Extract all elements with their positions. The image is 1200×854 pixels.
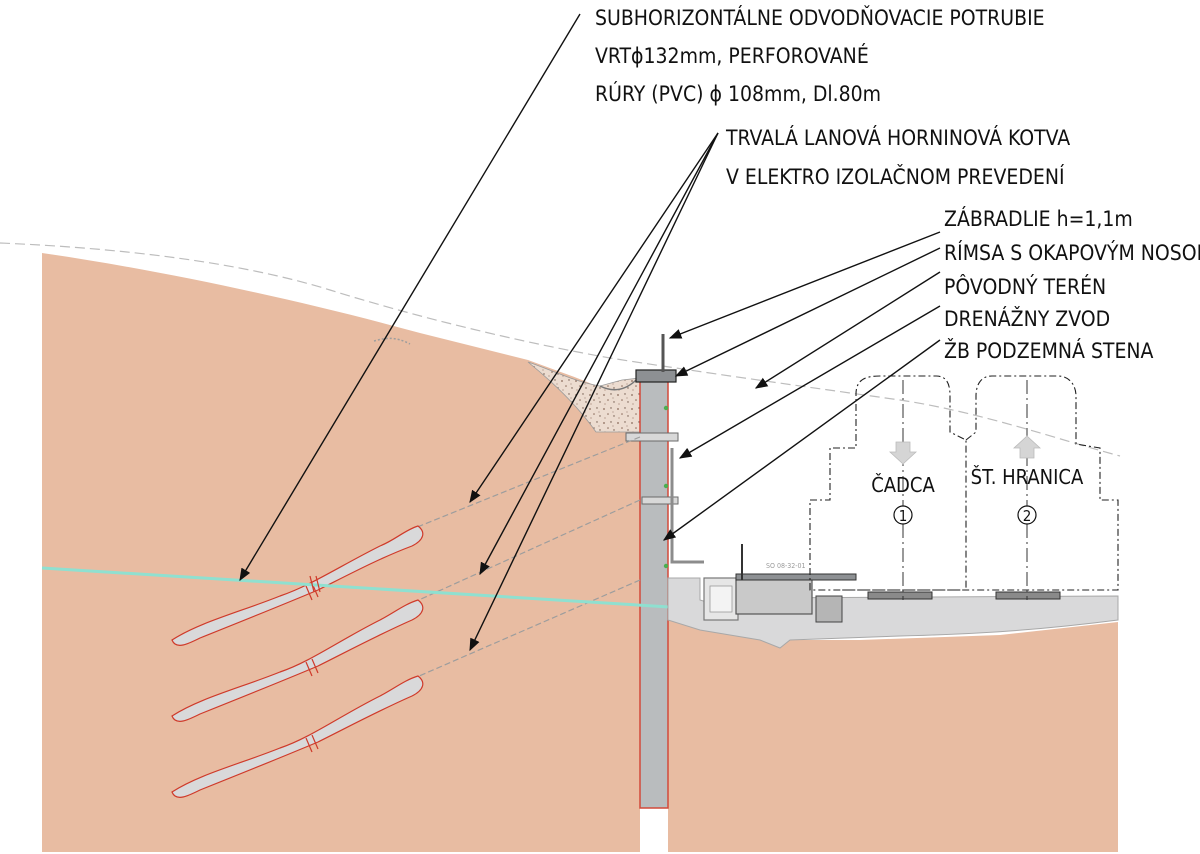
anchor-label-line1: TRVALÁ LANOVÁ HORNINOVÁ KOTVA bbox=[725, 125, 1070, 150]
drainage-label-line2: VRTϕ132mm, PERFOROVANÉ bbox=[595, 43, 869, 68]
sleeper-track-1 bbox=[867, 591, 933, 600]
anchor-body-2 bbox=[171, 599, 424, 722]
cable-trough-inner bbox=[709, 585, 733, 613]
diaphragm-wall bbox=[639, 379, 669, 809]
drain-box bbox=[735, 577, 813, 615]
direction-arrow-down-icon bbox=[888, 441, 918, 465]
drain-outlet-label: DRENÁŽNY ZVOD bbox=[944, 306, 1110, 331]
terrain-crest-detail bbox=[373, 337, 411, 345]
drainage-pipe bbox=[41, 566, 719, 612]
anchor-head-2 bbox=[663, 483, 669, 489]
anchor-head-3 bbox=[663, 563, 669, 569]
anchor-tendon-2 bbox=[409, 499, 641, 605]
waler-beam-2 bbox=[641, 496, 679, 505]
track-2-number-circle bbox=[1017, 505, 1037, 525]
track-1-name: ČADCA bbox=[871, 473, 935, 497]
railing-label: ZÁBRADLIE h=1,1m bbox=[944, 206, 1133, 231]
drain-outlet-pipe bbox=[670, 448, 704, 564]
track-2-number: 2 bbox=[1023, 507, 1032, 525]
signal-box bbox=[815, 595, 843, 623]
track-1-number: 1 bbox=[899, 507, 908, 525]
cornice bbox=[635, 369, 677, 383]
anchor-tendon-1 bbox=[409, 436, 641, 531]
track-2-name: ŠT. HRANICA bbox=[971, 465, 1084, 489]
soil-below-track bbox=[668, 620, 1118, 852]
sleeper-track-2 bbox=[995, 591, 1061, 600]
anchor-label-line2: V ELEKTRO IZOLAČNOM PREVEDENÍ bbox=[726, 164, 1065, 189]
drainage-label-line1: SUBHORIZONTÁLNE ODVODŇOVACIE POTRUBIE bbox=[595, 5, 1045, 30]
drainage-label-line3: RÚRY (PVC) ϕ 108mm, Dl.80m bbox=[595, 81, 881, 106]
anchor-tendon-3 bbox=[409, 579, 641, 681]
cornice-label: RÍMSA S OKAPOVÝM NOSOM bbox=[944, 240, 1200, 265]
clearance-gauge-1 bbox=[809, 375, 967, 591]
clearance-gauge-2 bbox=[840, 375, 1119, 591]
track-1-number-circle bbox=[893, 505, 913, 525]
anchor-body-3 bbox=[171, 675, 424, 798]
leader-lines bbox=[239, 13, 941, 652]
soil-mass bbox=[42, 253, 640, 852]
drawing-code: SO 08-32-01 bbox=[766, 562, 806, 570]
waler-beam-1 bbox=[625, 432, 679, 442]
original-terrain-label: PÔVODNÝ TERÉN bbox=[944, 274, 1106, 299]
drainage-pipe-break-2 bbox=[315, 575, 321, 593]
anchor-head-1 bbox=[663, 405, 669, 411]
diaphragm-wall-label: ŽB PODZEMNÁ STENA bbox=[944, 338, 1154, 363]
drain-box-top bbox=[735, 573, 857, 581]
drainage-pipe-break-1 bbox=[309, 575, 315, 593]
direction-arrow-up-icon bbox=[1012, 435, 1042, 459]
